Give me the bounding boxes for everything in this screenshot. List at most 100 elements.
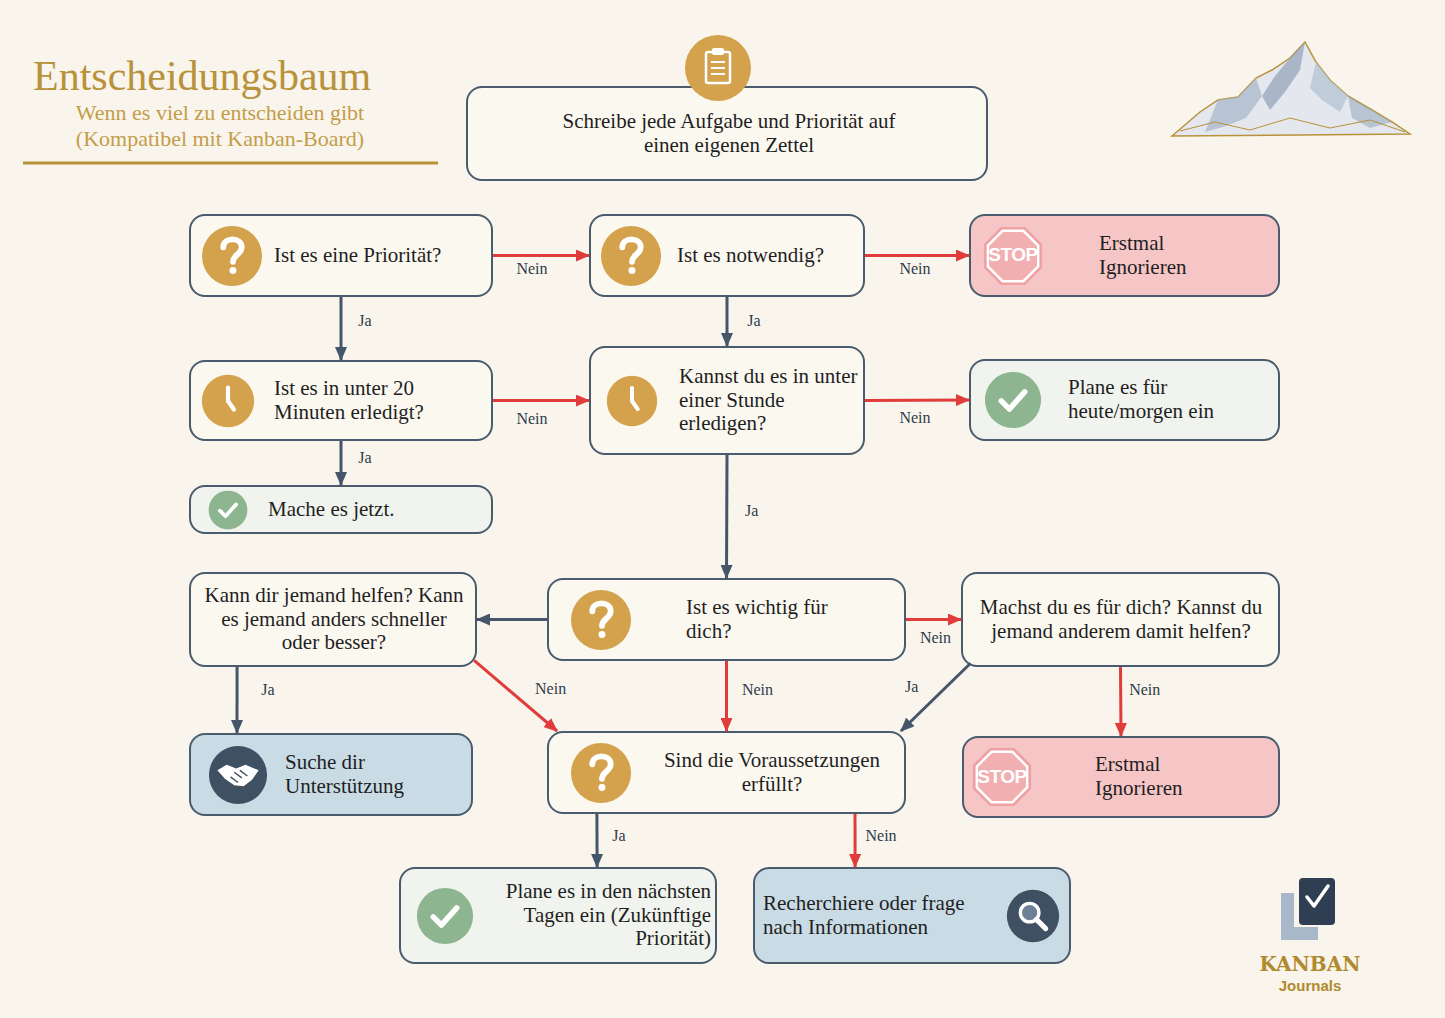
node-text: Suche dir Unterstützung bbox=[285, 751, 450, 798]
edge-label: Nein bbox=[899, 260, 930, 278]
action-box: Mache es jetzt. bbox=[189, 485, 493, 534]
edge-label: Nein bbox=[535, 680, 566, 698]
edge-label: Ja bbox=[747, 312, 760, 330]
icon-shape bbox=[209, 745, 267, 803]
text-area: Kannst du es in unter einer Stunde erled… bbox=[679, 348, 859, 453]
clock-icon bbox=[606, 375, 658, 427]
clock-icon bbox=[201, 374, 255, 428]
edge-label: Ja bbox=[358, 449, 371, 467]
q-icon bbox=[201, 225, 263, 287]
check-icon bbox=[208, 490, 248, 530]
edge-label: Nein bbox=[516, 410, 547, 428]
stop-sign-text: STOP bbox=[988, 244, 1037, 266]
help-box: Suche dir Unterstützung bbox=[189, 733, 473, 816]
text-area: Mache es jetzt. bbox=[268, 487, 488, 532]
check-icon bbox=[984, 371, 1042, 429]
check-icon bbox=[416, 887, 474, 945]
logo-wordmark: KANBAN bbox=[1259, 952, 1360, 976]
node-text: Kann dir jemand helfen? Kann es jemand a… bbox=[203, 584, 465, 655]
q-icon bbox=[570, 589, 632, 651]
icon-shape bbox=[601, 225, 661, 285]
flow-arrow bbox=[340, 297, 343, 360]
text-area: Schreibe jede Aufgabe und Priorität auf … bbox=[539, 88, 919, 179]
text-stack: Schreibe jede Aufgabe und Priorität auf … bbox=[539, 110, 919, 157]
flow-arrow bbox=[477, 618, 547, 621]
edge-label: Ja bbox=[261, 681, 274, 699]
process-box: Machst du es für dich? Kannst du jemand … bbox=[961, 572, 1280, 667]
time-decision-box: Ist es in unter 20 Minuten erledigt? bbox=[189, 360, 493, 441]
time-decision-box: Kannst du es in unter einer Stunde erled… bbox=[589, 346, 865, 455]
flow-arrow bbox=[1119, 667, 1123, 736]
text-stack: Erstmal Ignorieren bbox=[1099, 232, 1209, 279]
flow-arrow bbox=[725, 661, 728, 731]
node-text: Erstmal Ignorieren bbox=[1099, 232, 1209, 279]
text-stack: Plane es für heute/morgen ein bbox=[1068, 376, 1258, 423]
text-area: Sind die Voraussetzungen erfüllt? bbox=[647, 733, 897, 812]
action-box: Plane es für heute/morgen ein bbox=[969, 359, 1280, 441]
edge-label: Ja bbox=[612, 827, 625, 845]
edge-label: Nein bbox=[899, 409, 930, 427]
diagram-caption: Wenn es viel zu entscheiden gibt (Kompat… bbox=[35, 100, 405, 151]
action-box: Plane es in den nächsten Tagen ein (Zukü… bbox=[399, 867, 717, 964]
flow-arrow bbox=[901, 663, 971, 731]
node-text: Recherchiere oder frage nach Information… bbox=[763, 892, 1008, 939]
lens-icon bbox=[1006, 889, 1060, 943]
node-text: Plane es für heute/morgen ein bbox=[1068, 376, 1258, 423]
node-text: Erstmal Ignorieren bbox=[1095, 753, 1205, 800]
node-text: Ist es in unter 20 Minuten erledigt? bbox=[274, 377, 486, 424]
title-underline bbox=[23, 162, 438, 165]
text-stack: Mache es jetzt. bbox=[268, 498, 488, 522]
edge-label: Ja bbox=[358, 312, 371, 330]
text-stack: Sind die Voraussetzungen erfüllt? bbox=[647, 749, 897, 796]
decision-box: Ist es wichtig für dich? bbox=[547, 578, 906, 661]
text-area: Erstmal Ignorieren bbox=[1095, 738, 1205, 816]
text-stack: Kannst du es in unter einer Stunde erled… bbox=[679, 365, 859, 436]
icon-shape bbox=[202, 374, 254, 426]
flow-arrow bbox=[906, 618, 961, 621]
hand-icon bbox=[208, 745, 268, 805]
edge-label: Ja bbox=[745, 502, 758, 520]
text-area: Ist es wichtig für dich? bbox=[686, 580, 836, 659]
edge-label: Nein bbox=[1129, 681, 1160, 699]
q-icon bbox=[570, 742, 632, 804]
icon-shape bbox=[973, 748, 1031, 806]
icon-shape bbox=[202, 225, 262, 285]
flow-arrow bbox=[493, 399, 589, 402]
icon-shape bbox=[607, 375, 657, 425]
icon-shape bbox=[417, 887, 473, 943]
flow-arrow bbox=[235, 667, 238, 733]
flow-arrow bbox=[726, 297, 729, 346]
decision-box: Ist es eine Priorität? bbox=[189, 214, 493, 297]
text-stack: Kann dir jemand helfen? Kann es jemand a… bbox=[203, 584, 465, 655]
icon-shape bbox=[984, 226, 1042, 284]
process-box: Kann dir jemand helfen? Kann es jemand a… bbox=[189, 572, 477, 667]
text-stack: Plane es in den nächsten Tagen ein (Zukü… bbox=[491, 880, 711, 951]
node-text: Ist es wichtig für dich? bbox=[686, 596, 836, 643]
text-area: Kann dir jemand helfen? Kann es jemand a… bbox=[203, 574, 465, 665]
stop-sign-text: STOP bbox=[977, 766, 1026, 788]
text-area: Plane es in den nächsten Tagen ein (Zukü… bbox=[491, 869, 711, 962]
text-stack: Ist es notwendig? bbox=[677, 244, 862, 268]
help-box: Recherchiere oder frage nach Information… bbox=[753, 867, 1071, 964]
node-text: Machst du es für dich? Kannst du jemand … bbox=[977, 596, 1265, 643]
text-stack: Recherchiere oder frage nach Information… bbox=[763, 892, 1008, 939]
edge-label: Nein bbox=[865, 827, 896, 845]
node-text: Plane es in den nächsten Tagen ein (Zukü… bbox=[491, 880, 711, 951]
node-text: Sind die Voraussetzungen erfüllt? bbox=[647, 749, 897, 796]
node-text: Kannst du es in unter einer Stunde erled… bbox=[679, 365, 859, 436]
text-stack: Ist es eine Priorität? bbox=[274, 244, 489, 268]
edge-label: Nein bbox=[516, 260, 547, 278]
text-stack: Machst du es für dich? Kannst du jemand … bbox=[977, 596, 1265, 643]
text-area: Suche dir Unterstützung bbox=[285, 735, 450, 814]
text-stack: Ist es in unter 20 Minuten erledigt? bbox=[274, 377, 486, 424]
mountain-illustration bbox=[1172, 42, 1410, 136]
q-icon bbox=[600, 225, 662, 287]
node-text: Ist es eine Priorität? bbox=[274, 244, 489, 268]
diagram-title: Entscheidungsbaum bbox=[33, 52, 371, 100]
edge-label: Nein bbox=[920, 629, 951, 647]
text-area: Machst du es für dich? Kannst du jemand … bbox=[977, 574, 1265, 665]
flow-arrow bbox=[493, 254, 589, 257]
text-stack: Ist es wichtig für dich? bbox=[686, 596, 836, 643]
icon-shape bbox=[571, 742, 631, 802]
icon-shape bbox=[985, 372, 1041, 428]
